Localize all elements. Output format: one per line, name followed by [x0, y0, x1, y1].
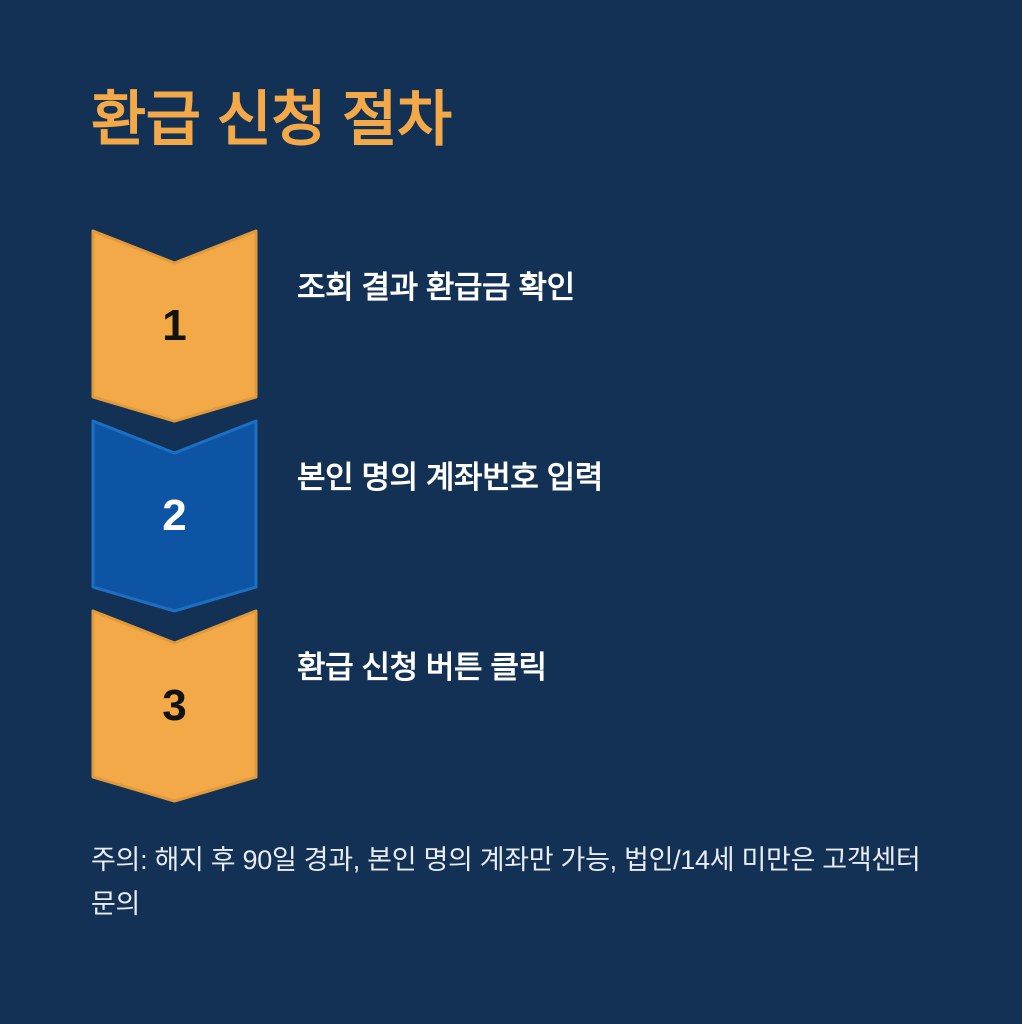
step-label: 조회 결과 환급금 확인 — [297, 270, 575, 305]
ribbon-banner-icon — [91, 229, 258, 423]
step-badge-3: 3 — [91, 609, 258, 803]
ribbon-shape — [91, 609, 258, 803]
footnote-text: 주의: 해지 후 90일 경과, 본인 명의 계좌만 가능, 법인/14세 미만… — [91, 845, 921, 919]
page-title: 환급 신청 절차 — [91, 86, 452, 153]
step-badge-2: 2 — [91, 419, 258, 613]
ribbon-shape — [91, 229, 258, 423]
step-item: 3 환급 신청 버튼 클릭 — [0, 609, 1022, 803]
ribbon-banner-icon — [91, 419, 258, 613]
step-badge-1: 1 — [91, 229, 258, 423]
step-list: 1 조회 결과 환급금 확인 2 본인 명의 계좌번호 입력 3 환급 신청 버… — [0, 229, 1022, 803]
step-item: 1 조회 결과 환급금 확인 — [0, 229, 1022, 423]
ribbon-banner-icon — [91, 609, 258, 803]
step-label: 본인 명의 계좌번호 입력 — [297, 460, 603, 495]
ribbon-shape — [91, 419, 258, 613]
step-label: 환급 신청 버튼 클릭 — [297, 650, 547, 685]
step-item: 2 본인 명의 계좌번호 입력 — [0, 419, 1022, 613]
